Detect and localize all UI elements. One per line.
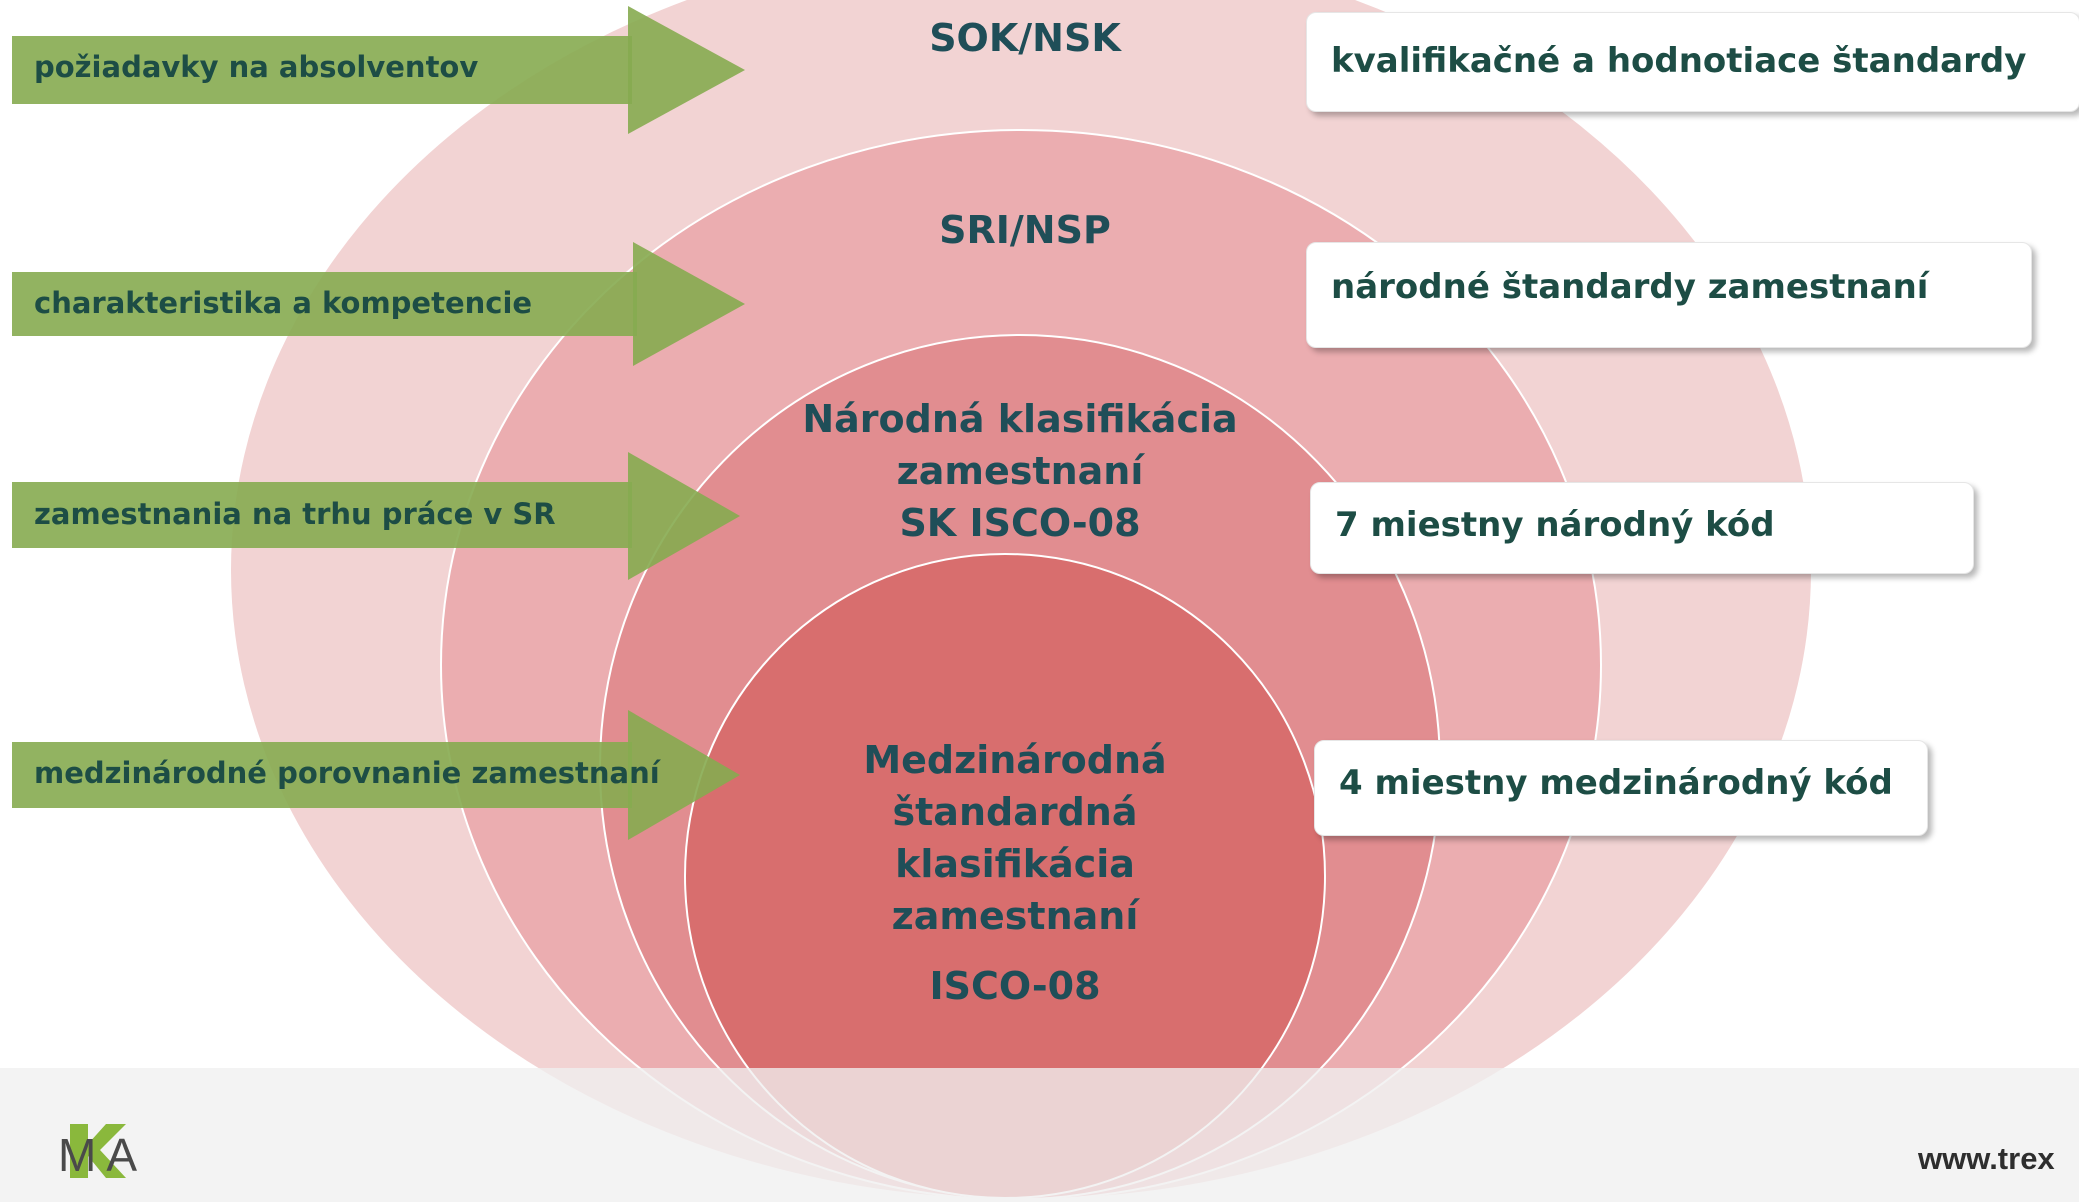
box-qualification-standards: kvalifikačné a hodnotiace štandardy [1306, 12, 2079, 112]
footer-url[interactable]: www.trex [1918, 1141, 2055, 1176]
ring-inner-line-3: klasifikácia [895, 842, 1135, 886]
ring-second-label: SRI/NSP [939, 208, 1111, 252]
arrow-4 [12, 710, 740, 840]
arrow-1 [12, 6, 745, 134]
ring-inner-line-2: štandardná [892, 790, 1138, 834]
ring-inner-code: ISCO-08 [929, 964, 1101, 1008]
box-international-code: 4 miestny medzinárodný kód [1314, 740, 1928, 836]
logo-icon [70, 1124, 126, 1178]
ring-third-line-3: SK ISCO-08 [899, 501, 1141, 545]
ring-inner-line-1: Medzinárodná [863, 738, 1167, 782]
arrow-2 [12, 242, 745, 366]
ring-outer-label: SOK/NSK [929, 16, 1121, 60]
box-national-code: 7 miestny národný kód [1310, 482, 1974, 574]
arrow-label-4: medzinárodné porovnanie zamestnaní [34, 756, 660, 790]
ring-inner-label: Medzinárodná štandardná klasifikácia zam… [800, 734, 1230, 942]
ring-inner-line-4: zamestnaní [891, 894, 1139, 938]
ring-third-line-2: zamestnaní [896, 449, 1144, 493]
arrow-label-1: požiadavky na absolventov [34, 50, 479, 84]
box-3-label: 7 miestny národný kód [1335, 505, 1775, 545]
arrow-label-3: zamestnania na trhu práce v SR [34, 497, 556, 531]
ring-third-label: Národná klasifikácia zamestnaní SK ISCO-… [790, 393, 1250, 549]
box-2-label: národné štandardy zamestnaní [1331, 267, 1929, 307]
logo-text: MA [58, 1129, 147, 1181]
ring-third-line-1: Národná klasifikácia [802, 397, 1238, 441]
arrow-3 [12, 452, 740, 580]
box-1-label: kvalifikačné a hodnotiace štandardy [1331, 41, 2027, 81]
box-4-label: 4 miestny medzinárodný kód [1339, 763, 1893, 803]
box-national-standards: národné štandardy zamestnaní [1306, 242, 2032, 348]
arrow-label-2: charakteristika a kompetencie [34, 286, 533, 320]
footer-bar [0, 1068, 2079, 1202]
